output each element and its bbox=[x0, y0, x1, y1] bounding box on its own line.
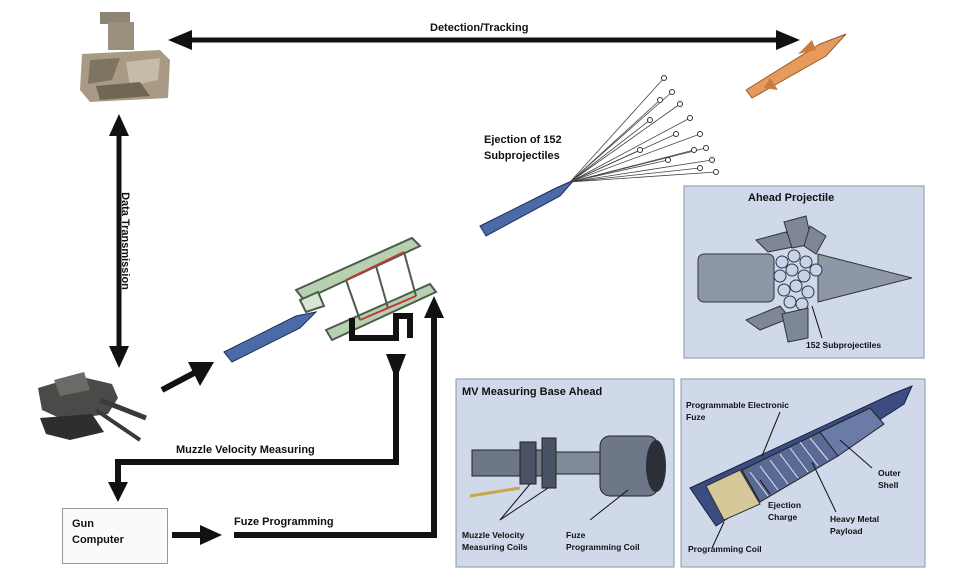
ejection-projectile bbox=[479, 179, 575, 237]
fired-projectile bbox=[223, 311, 318, 363]
gun-computer-label-line2: Computer bbox=[72, 534, 124, 546]
detection-tracking-label: Detection/Tracking bbox=[430, 22, 529, 34]
gun-to-barrel-arrow bbox=[160, 362, 214, 393]
gun-computer-box bbox=[62, 508, 168, 564]
payload-label-line1: Heavy Metal bbox=[830, 514, 880, 524]
ejection-label-line2: Subprojectiles bbox=[484, 150, 560, 162]
fuze-coil-label-line2: Programming Coil bbox=[566, 542, 640, 552]
ejection-label-line1: Ejection of 152 bbox=[484, 134, 562, 146]
fuze-programming-arrowhead-2 bbox=[424, 296, 444, 318]
subprojectile-dots bbox=[637, 75, 719, 175]
detection-tracking-arrow bbox=[168, 30, 800, 50]
ejection-charge-label-line1: Ejection bbox=[768, 500, 802, 510]
fuze-programming-label: Fuze Programming bbox=[234, 516, 334, 528]
payload-label-line2: Payload bbox=[830, 526, 863, 536]
gun-computer-label-line1: Gun bbox=[72, 518, 94, 530]
ahead-projectile-title: Ahead Projectile bbox=[748, 192, 835, 204]
muzzle-velocity-label: Muzzle Velocity Measuring bbox=[176, 444, 315, 456]
mv-base-illustration bbox=[455, 378, 675, 568]
mv-coils-label-line2: Measuring Coils bbox=[462, 542, 528, 552]
subprojectile-spray bbox=[569, 77, 717, 183]
ejection-charge-label-line2: Charge bbox=[768, 512, 798, 522]
subprojectiles-label: 152 Subprojectiles bbox=[806, 340, 882, 350]
outer-shell-label-line1: Outer bbox=[878, 468, 901, 478]
muzzle-velocity-down-arrowhead bbox=[386, 354, 406, 380]
muzzle-velocity-arrow bbox=[115, 313, 413, 490]
missile-target-image bbox=[745, 33, 847, 99]
fuze-label-line2: Fuze bbox=[686, 412, 706, 422]
outer-shell-label-line2: Shell bbox=[878, 480, 899, 490]
mv-coils-label-line1: Muzzle Velocity bbox=[462, 530, 525, 540]
mv-base-title: MV Measuring Base Ahead bbox=[462, 386, 603, 398]
fuze-label-line1: Programmable Electronic bbox=[686, 400, 789, 410]
ahead-projectile-illustration bbox=[683, 185, 925, 359]
fuze-programming-arrowhead-1 bbox=[200, 525, 222, 545]
projectile-cutaway-illustration bbox=[680, 378, 926, 568]
mv-measuring-base-frame bbox=[294, 236, 438, 342]
programming-coil-label: Programming Coil bbox=[688, 544, 762, 554]
to-computer-arrowhead bbox=[108, 482, 128, 502]
data-transmission-label: Data Transmission bbox=[119, 192, 131, 290]
radar-unit-image bbox=[80, 12, 170, 102]
data-transmission-arrow bbox=[109, 114, 129, 368]
fuze-coil-label-line1: Fuze bbox=[566, 530, 586, 540]
gun-turret-image bbox=[38, 372, 147, 442]
